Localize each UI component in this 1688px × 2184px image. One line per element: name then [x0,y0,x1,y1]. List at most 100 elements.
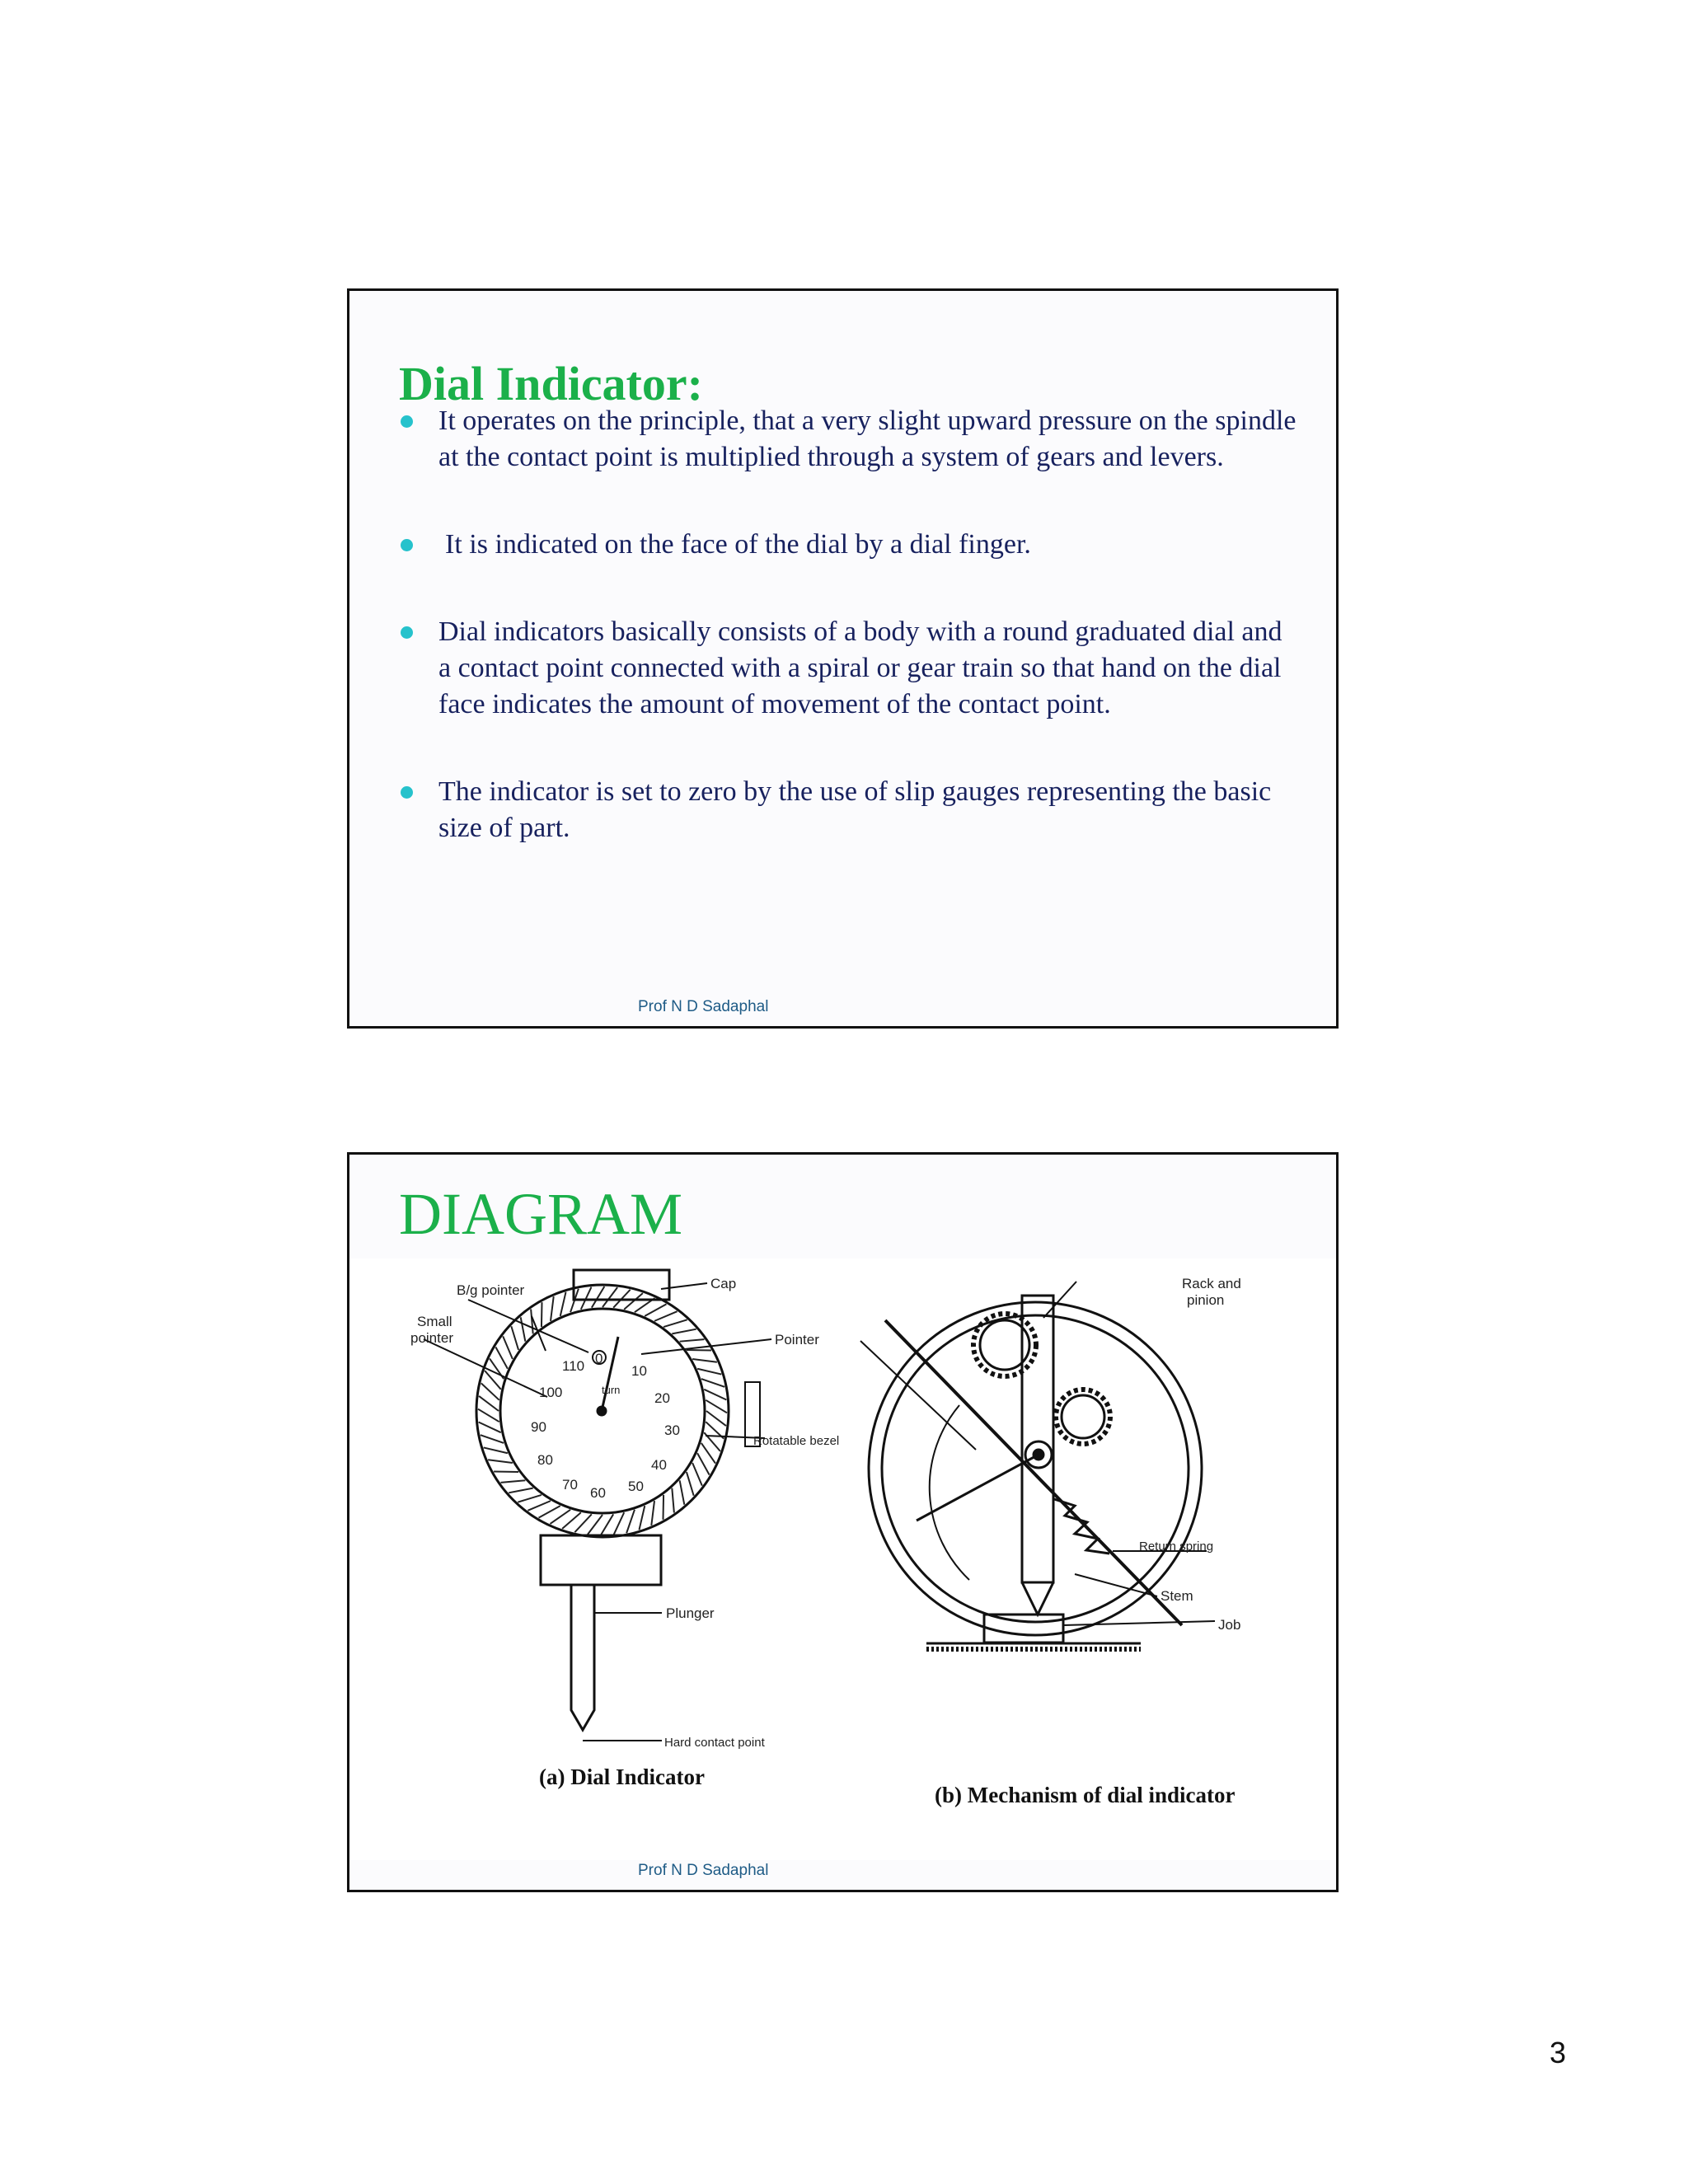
dial-number: 100 [539,1385,562,1400]
big-pointer-label: B/g pointer [457,1282,525,1298]
slide-diagram: DIAGRAM [347,1152,1339,1892]
bullet-item: It is indicated on the face of the dial … [399,527,1297,563]
bezel-hatch-line [484,1370,502,1390]
bullet-text: Dial indicators basically consists of a … [438,616,1282,719]
dial-number: 40 [651,1457,667,1473]
pointer-label: Pointer [775,1332,819,1347]
bullet-dot-icon [401,626,413,639]
dial-number: 30 [664,1422,680,1438]
bezel-hatch-line [530,1309,534,1334]
slide-footer: Prof N D Sadaphal [638,1862,769,1879]
bezel-hatch-line [701,1378,725,1388]
bezel-hatch-line [679,1338,705,1343]
bezel-hatch-line [509,1487,533,1494]
slide-title: DIAGRAM [399,1181,683,1247]
bezel-hatch-line [626,1509,635,1534]
bezel-knob [744,1381,761,1447]
bezel-hatch-line [488,1459,513,1464]
diagonal-frame [884,1319,1184,1627]
page-number: 3 [1550,2036,1567,2069]
dial-number: 50 [628,1479,644,1494]
rack-and-pinion-label: pinion [1187,1292,1224,1308]
bezel-hatch-line [579,1286,593,1310]
scale-arc [928,1404,970,1581]
bezel-hatch-line [587,1514,603,1535]
bezel-hatch-line [502,1335,513,1360]
bezel-hatch-line [612,1511,626,1535]
bezel-hatch-line [623,1292,644,1310]
bezel-hatch-line [510,1325,520,1351]
dial-number: 60 [590,1485,606,1501]
bezel-hatch-line [686,1348,711,1352]
bezel-hatch-line [527,1500,551,1511]
dial-number: 0 [595,1351,603,1366]
bezel-hatch-line [561,1511,582,1530]
bezel-hatch-line [654,1310,678,1322]
rack-and-pinion-label: Rack and [1182,1276,1241,1291]
bezel-hatch-line [638,1505,646,1530]
bezel-hatch-line [705,1399,728,1414]
gear-lower [1060,1394,1106,1440]
bullet-list: It operates on the principle, that a ver… [399,403,1297,898]
left-dial-indicator [423,1268,772,1741]
bezel-hatch-line [480,1434,504,1444]
dial-scale-labels: 0 10 20 30 40 50 60 70 80 90 100 110 tur… [531,1351,680,1501]
slide-dial-indicator: Dial Indicator: It operates on the princ… [347,288,1339,1029]
gear-upper [978,1319,1031,1371]
rack-stem [1020,1294,1055,1584]
slide-title: Dial Indicator: [399,357,703,410]
bullet-item: It operates on the principle, that a ver… [399,403,1297,476]
right-labels: Return spring Rack and pinion Stem Job (… [935,1276,1241,1807]
bezel-hatch-line [692,1358,717,1363]
bezel-hatch-line [671,1488,675,1513]
gear-lower-teeth [1053,1387,1113,1446]
bezel-hatch-line [650,1500,655,1526]
rotatable-bezel-label: Rotatable bezel [753,1434,839,1448]
outer-housing [867,1301,1203,1637]
bullet-text: The indicator is set to zero by the use … [438,776,1272,843]
bezel-hatch-line [500,1479,526,1483]
left-labels: B/g pointer Cap Small pointer Pointer Ro… [410,1276,839,1789]
bullet-item: Dial indicators basically consists of a … [399,614,1297,723]
pinion-hub [1024,1440,1053,1469]
dial-indicator-diagram: 0 10 20 30 40 50 60 70 80 90 100 110 tur… [349,1258,1336,1860]
bezel-hatch-line [599,1513,615,1536]
inner-housing [880,1314,1190,1624]
dial-number: 110 [562,1358,584,1374]
bezel-hatch-line [590,1286,606,1309]
job-label: Job [1218,1617,1240,1633]
bezel-hatch-line [692,1462,703,1487]
bezel-hatch-line [538,1505,561,1519]
plunger-label: Plunger [666,1605,715,1621]
cap-label: Cap [710,1276,736,1291]
bezel-hatch-line [602,1286,618,1308]
left-caption: (a) Dial Indicator [539,1765,705,1789]
bezel-hatch-line [574,1513,593,1533]
bezel-hatch-line [672,1328,696,1335]
cap-shape [572,1268,671,1301]
small-dial-needle [531,1315,546,1352]
bullet-dot-icon [401,786,413,799]
bezel-hatch-line [517,1493,542,1503]
stem-label: Stem [1160,1588,1193,1604]
return-spring-shape [1053,1497,1110,1555]
bezel-hatch-line [478,1421,502,1434]
bezel-hatch-line [644,1303,667,1317]
dial-number: 10 [631,1363,647,1379]
dial-number: 80 [537,1452,553,1468]
bezel-hatch-line [678,1480,686,1505]
bullet-dot-icon [401,415,413,428]
slide-footer: Prof N D Sadaphal [638,998,769,1015]
stem-body [539,1534,663,1586]
diagram-svg: 0 10 20 30 40 50 60 70 80 90 100 110 tur… [410,1268,1241,1807]
bezel-hatch-line [696,1452,710,1475]
return-spring-label: Return spring [1139,1540,1213,1554]
right-mechanism [860,1281,1216,1652]
small-pointer-label: Small [417,1314,452,1329]
bezel-hatch-line [696,1367,722,1376]
dial-number: 70 [562,1477,578,1493]
plunger-shape [570,1585,596,1732]
bezel-hatch-line [483,1446,509,1455]
bezel-hatch-line [481,1382,500,1401]
gear-upper-teeth [971,1311,1039,1379]
